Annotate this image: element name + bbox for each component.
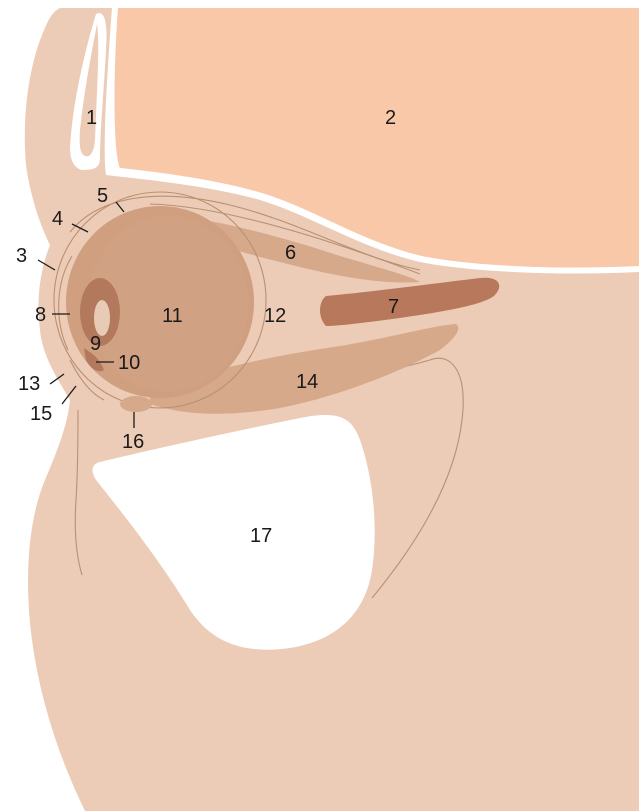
label-14: 14: [296, 371, 318, 393]
label-7: 7: [388, 296, 399, 318]
label-13: 13: [18, 373, 40, 395]
label-1: 1: [86, 107, 97, 129]
label-16: 16: [122, 431, 144, 453]
label-15: 15: [30, 403, 52, 425]
label-9: 9: [90, 333, 101, 355]
label-10: 10: [118, 352, 140, 374]
label-5: 5: [97, 185, 108, 207]
label-11: 11: [162, 305, 183, 327]
label-3: 3: [16, 245, 27, 267]
label-8: 8: [35, 304, 46, 326]
inferior-oblique-muscle: [120, 396, 152, 412]
label-17: 17: [250, 525, 272, 547]
label-6: 6: [285, 242, 296, 264]
label-12: 12: [264, 305, 286, 327]
lens: [94, 300, 110, 336]
label-4: 4: [52, 208, 63, 230]
label-2: 2: [385, 107, 396, 129]
